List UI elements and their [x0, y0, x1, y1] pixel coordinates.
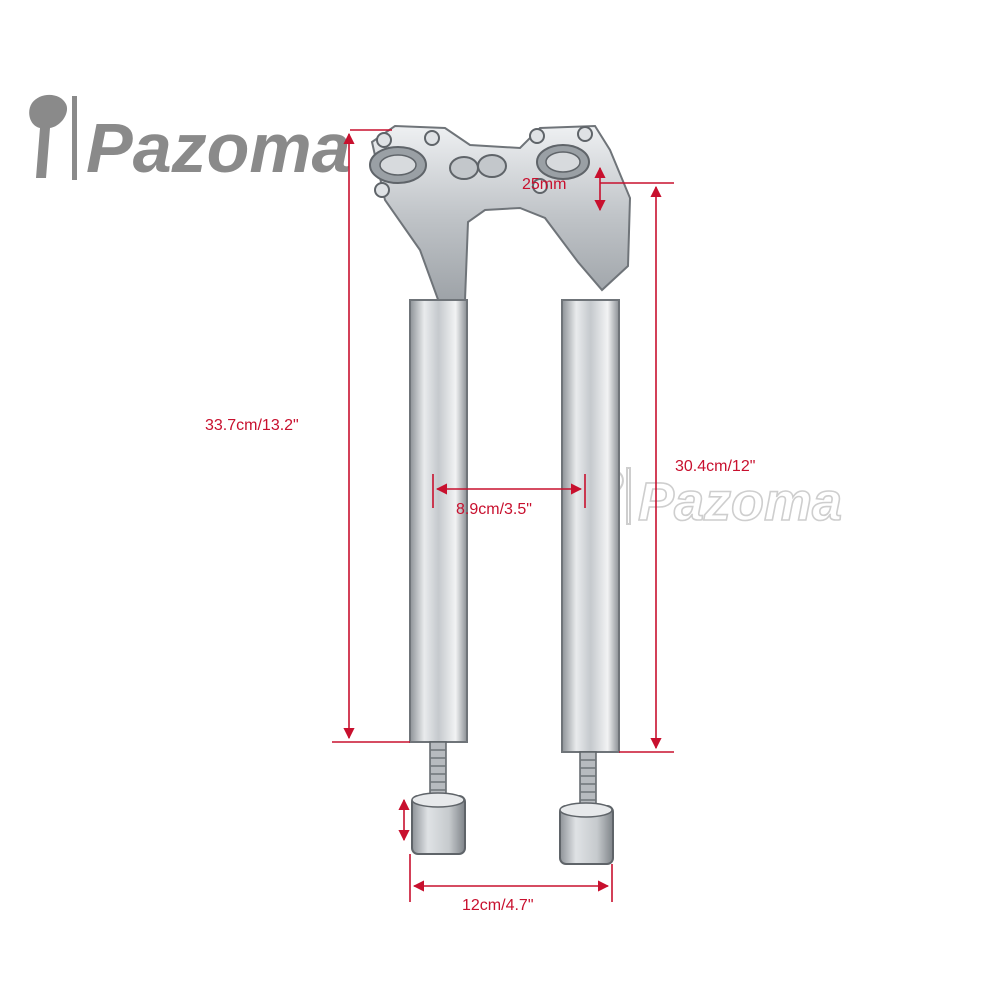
clamp-bolt-center-right	[477, 154, 507, 178]
label-total-height: 33.7cm/13.2"	[205, 417, 299, 434]
watermark-wordmark: Pazoma	[638, 472, 842, 532]
logo-wordmark: Pazoma	[86, 109, 351, 187]
threaded-stud-right	[579, 751, 597, 805]
riser-tube-right	[561, 299, 620, 753]
logo-mark-icon	[29, 94, 77, 180]
bolt-head-icon	[376, 132, 392, 148]
label-rise-height: 30.4cm/12"	[675, 458, 755, 475]
dimension-lines	[332, 129, 674, 902]
mount-nut-right	[559, 802, 614, 865]
riser-tube-left	[409, 299, 468, 743]
bolt-head-icon	[424, 130, 440, 146]
label-inner-width: 8.9cm/3.5"	[456, 501, 532, 518]
clamp-bolt-center-left	[449, 156, 479, 180]
handlebar-riser	[369, 124, 632, 865]
label-base-width: 12cm/4.7"	[462, 897, 534, 914]
bolt-head-icon	[577, 126, 593, 142]
watermark: Pazoma	[596, 467, 843, 533]
label-bar-clamp: 25mm	[522, 176, 566, 193]
threaded-stud-left	[429, 741, 447, 795]
bolt-head-icon	[529, 128, 545, 144]
bolt-head-icon	[374, 182, 390, 198]
bolt-head-icon	[532, 178, 548, 194]
mount-nut-left	[411, 792, 466, 855]
brand-logo: Pazoma	[29, 94, 351, 187]
